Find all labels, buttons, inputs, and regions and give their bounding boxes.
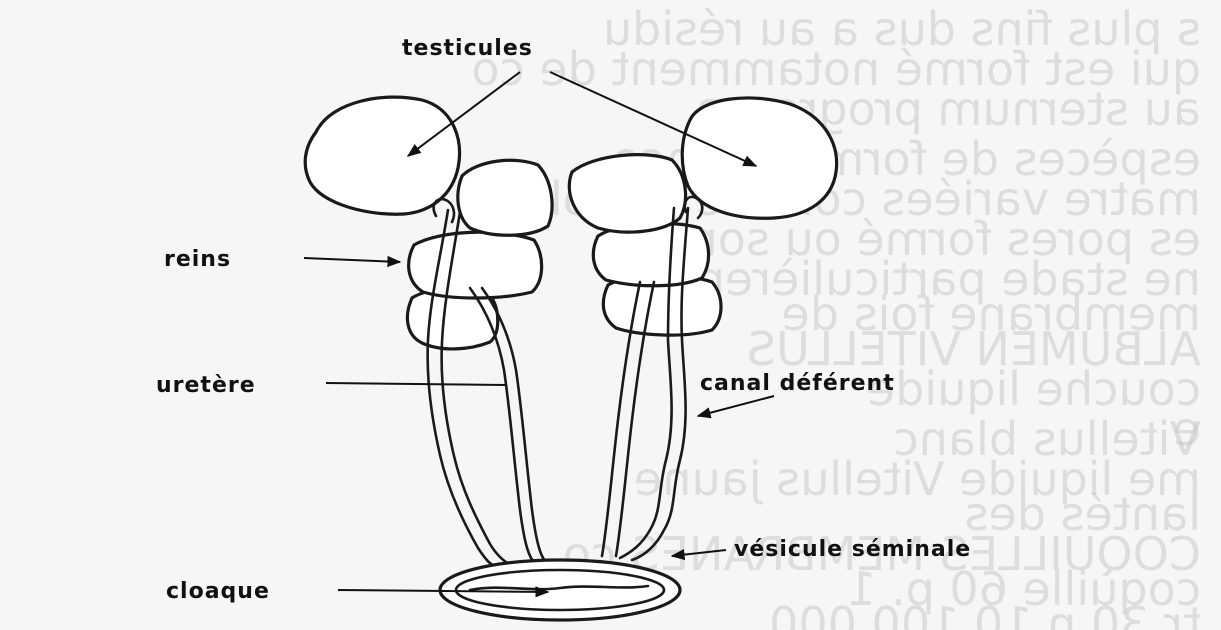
vesicule-seminale-arrow xyxy=(672,550,726,556)
left-kidney-lobe-upper xyxy=(458,160,552,235)
left-epididymis xyxy=(434,199,454,222)
label-reins: reins xyxy=(164,247,231,272)
label-vesicule-seminale: vésicule séminale xyxy=(734,537,971,562)
label-cloaque: cloaque xyxy=(166,579,270,604)
canal-deferent-arrow xyxy=(698,396,774,416)
cloaca-inner xyxy=(456,570,664,610)
cloaca xyxy=(440,560,680,620)
uretere-leader xyxy=(326,383,506,385)
labels: testicules reins uretère canal déférent … xyxy=(156,36,971,604)
left-kidney-lobe-middle xyxy=(409,232,542,298)
right-kidney-lobe-middle xyxy=(593,223,708,285)
label-canal-deferent: canal déférent xyxy=(700,371,895,396)
left-testis xyxy=(305,97,459,214)
reins-arrow xyxy=(304,258,400,262)
label-uretere: uretère xyxy=(156,373,256,398)
left-organs xyxy=(305,97,552,349)
right-kidney-lobe-upper xyxy=(569,155,685,232)
right-testis xyxy=(682,98,836,218)
right-organs xyxy=(569,98,836,335)
label-testicules: testicules xyxy=(402,36,533,61)
